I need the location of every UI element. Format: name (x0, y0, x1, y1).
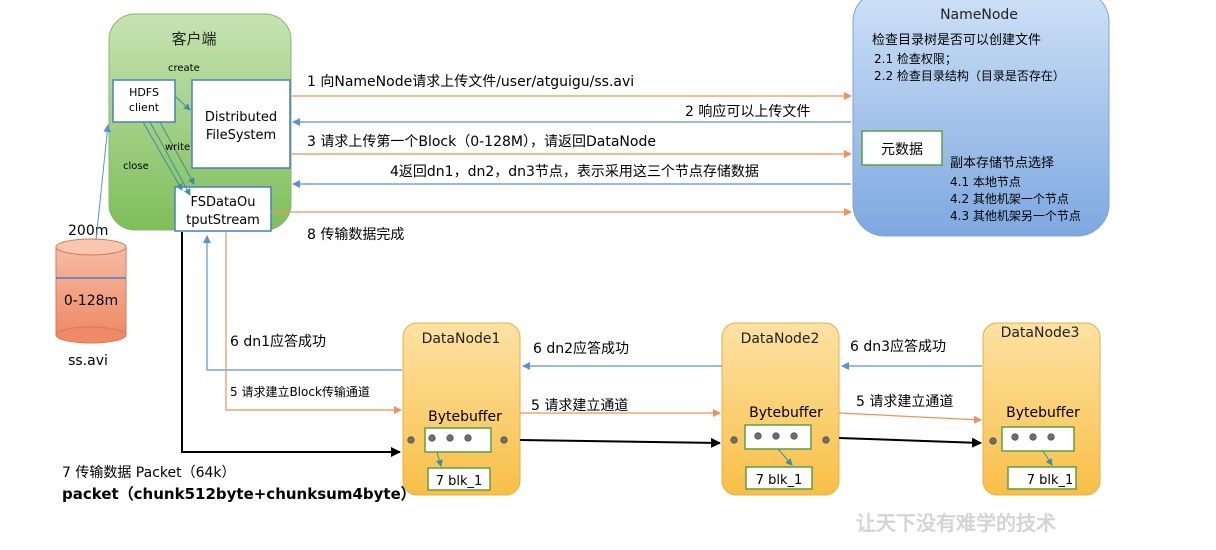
file-name: ss.avi (68, 353, 108, 369)
replica-title: 副本存储节点选择 (950, 156, 1054, 171)
datanode2-block-label: 7 blk_1 (756, 473, 803, 488)
ack-dn1-arrow (203, 235, 402, 371)
step2-label: 2 响应可以上传文件 (685, 103, 810, 120)
client-internal-arrows (142, 95, 195, 196)
step8-label: 8 传输数据完成 (307, 227, 404, 243)
hdfs-client-line1: HDFS (129, 86, 159, 99)
dfs-line2: FileSystem (206, 128, 276, 143)
packet-dn1-to-dn2-arrow (519, 437, 721, 448)
label-write: write (165, 142, 190, 153)
namenode-check: 检查目录树是否可以创建文件 (872, 33, 1041, 48)
step3-label: 3 请求上传第一个Block（0-128M），请返回DataNode (307, 133, 656, 150)
namenode-title: NameNode (940, 7, 1018, 23)
packet-client-to-dn1-arrow (181, 232, 401, 457)
label-create: create (168, 63, 200, 74)
distributed-filesystem-box: Distributed FileSystem (191, 79, 291, 169)
datanode2-buffer-label: Bytebuffer (749, 405, 823, 421)
datanode3-block-label: 7 blk_1 (1027, 473, 1074, 488)
hdfs-client-line2: client (129, 101, 160, 114)
replica-4-2: 4.2 其他机架一个节点 (950, 192, 1069, 206)
fsdos-line1: FSDataOu (190, 195, 255, 210)
setup-dn1-arrow (225, 232, 402, 414)
datanode1-buffer-box (424, 427, 492, 453)
file-size-total: 200m (68, 223, 108, 239)
setup-dn1-label: 5 请求建立Block传输通道 (230, 384, 370, 399)
datanode3-block-box (1007, 466, 1077, 490)
datanode1-block-box (427, 467, 491, 491)
datanode3-box: DataNode3 Bytebuffer 7 blk_1 (982, 322, 1101, 496)
step1-label: 1 向NameNode请求上传文件/user/atguigu/ss.avi (307, 74, 634, 90)
step4-label: 4返回dn1，dn2，dn3节点，表示采用这三个节点存储数据 (390, 163, 759, 180)
datanode1-buffer-label: Bytebuffer (428, 409, 502, 425)
namenode-box: NameNode (852, 0, 1110, 237)
datanode2-block-box (745, 466, 813, 490)
packet-detail-label: packet（chunk512byte+chunksum4byte） (62, 485, 416, 503)
watermark: 让天下没有难学的技术 (856, 511, 1056, 535)
fsdataoutputstream-box: FSDataOu tputStream (174, 186, 272, 232)
label-close: close (123, 161, 149, 172)
metadata-label: 元数据 (881, 142, 923, 158)
namenode-check-2-1: 2.1 检查权限； (874, 51, 957, 66)
setup-dn3-label: 5 请求建立通道 (856, 394, 953, 410)
datanode1-title: DataNode1 (422, 331, 501, 347)
packet-label: 7 传输数据 Packet（64k） (62, 465, 236, 481)
file-cylinder (55, 238, 127, 344)
setup-dn2-label: 5 请求建立通道 (531, 398, 628, 414)
packet-dots (407, 432, 1055, 445)
ack-dn2-label: 6 dn2应答成功 (533, 340, 629, 357)
datanode3-buffer-label: Bytebuffer (1006, 405, 1080, 421)
hdfs-client-box: HDFS client (112, 79, 176, 123)
datanode1-block-label: 7 blk_1 (436, 474, 483, 489)
buffer-to-block-arrows (435, 448, 1053, 467)
namenode-check-2-2: 2.2 检查目录结构（目录是否存在） (874, 68, 1065, 83)
datanode2-box: DataNode2 Bytebuffer 7 blk_1 (721, 322, 840, 496)
dfs-line1: Distributed (205, 110, 277, 125)
ack-dn1-label: 6 dn1应答成功 (230, 333, 326, 350)
packet-dn2-to-dn3-arrow (838, 437, 982, 448)
setup-dn3-arrow (838, 412, 982, 424)
replica-4-1: 4.1 本地节点 (950, 175, 1021, 189)
file-to-client-arrow (95, 124, 112, 241)
client-title: 客户端 (171, 30, 216, 48)
ack-dn3-label: 6 dn3应答成功 (850, 338, 946, 355)
replica-4-3: 4.3 其他机架另一个节点 (950, 209, 1081, 223)
metadata-box: 元数据 (861, 130, 943, 166)
datanode3-title: DataNode3 (1001, 325, 1080, 341)
fsdos-line2: tputStream (186, 213, 260, 228)
file-size-block: 0-128m (64, 293, 118, 309)
datanode1-box: DataNode1 Bytebuffer 7 blk_1 (402, 322, 521, 496)
datanode2-title: DataNode2 (741, 331, 820, 347)
